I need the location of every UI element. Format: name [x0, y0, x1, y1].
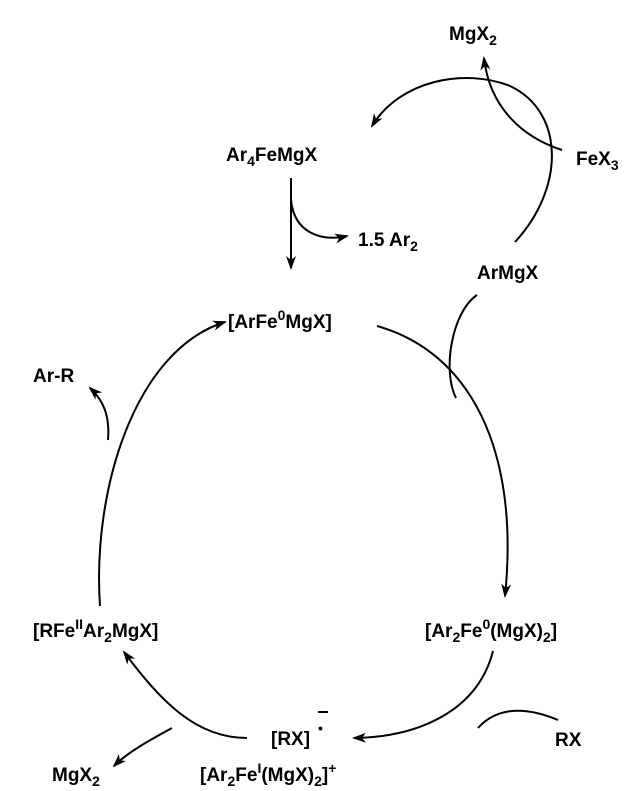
ar2-release-arrow: [290, 199, 349, 244]
radical-dot: •: [318, 720, 323, 736]
arfe0mgx-to-ar2fe0-arrow: [376, 325, 512, 598]
fex3-releases-mgx2-arrow: [480, 56, 563, 151]
ar2fe0-to-radical-pair-arrow: [352, 650, 494, 743]
rx-label: RX: [555, 730, 582, 751]
armgx-entry-arrow: [448, 294, 478, 399]
ar2fe0-mgx2-label: [Ar2Fe0(MgX)2]: [425, 616, 557, 645]
mgx2-top-label: MgX2: [449, 24, 497, 48]
rfe2-label: [RFeIIAr2MgX]: [33, 616, 158, 645]
radical-pair-to-rfe2-arrow: [122, 650, 248, 739]
fex3-label: FeX3: [576, 149, 619, 173]
ar-r-release-arrow: [88, 386, 110, 441]
mgx2-bottom-label: MgX2: [52, 765, 100, 789]
armgx-label: ArMgX: [477, 263, 539, 284]
rx-radical-anion-label: [RX]: [271, 729, 310, 750]
ar2-byproduct-label: 1.5 Ar2: [358, 230, 418, 254]
ar4femgx-label: Ar4FeMgX: [226, 145, 318, 169]
ar2fe1-mgx2-cation-label: [Ar2FeI(MgX)2]+: [200, 760, 336, 789]
arfe0mgx-label: [ArFe0MgX]: [228, 307, 332, 333]
fex3-to-ar4femgx-arrow: [370, 77, 553, 243]
rx-entry-arrow: [477, 709, 559, 729]
ar-r-label: Ar-R: [33, 366, 74, 387]
mgx2-release-arrow: [112, 727, 173, 768]
rfe2-to-arfe0mgx-arrow: [98, 320, 227, 607]
